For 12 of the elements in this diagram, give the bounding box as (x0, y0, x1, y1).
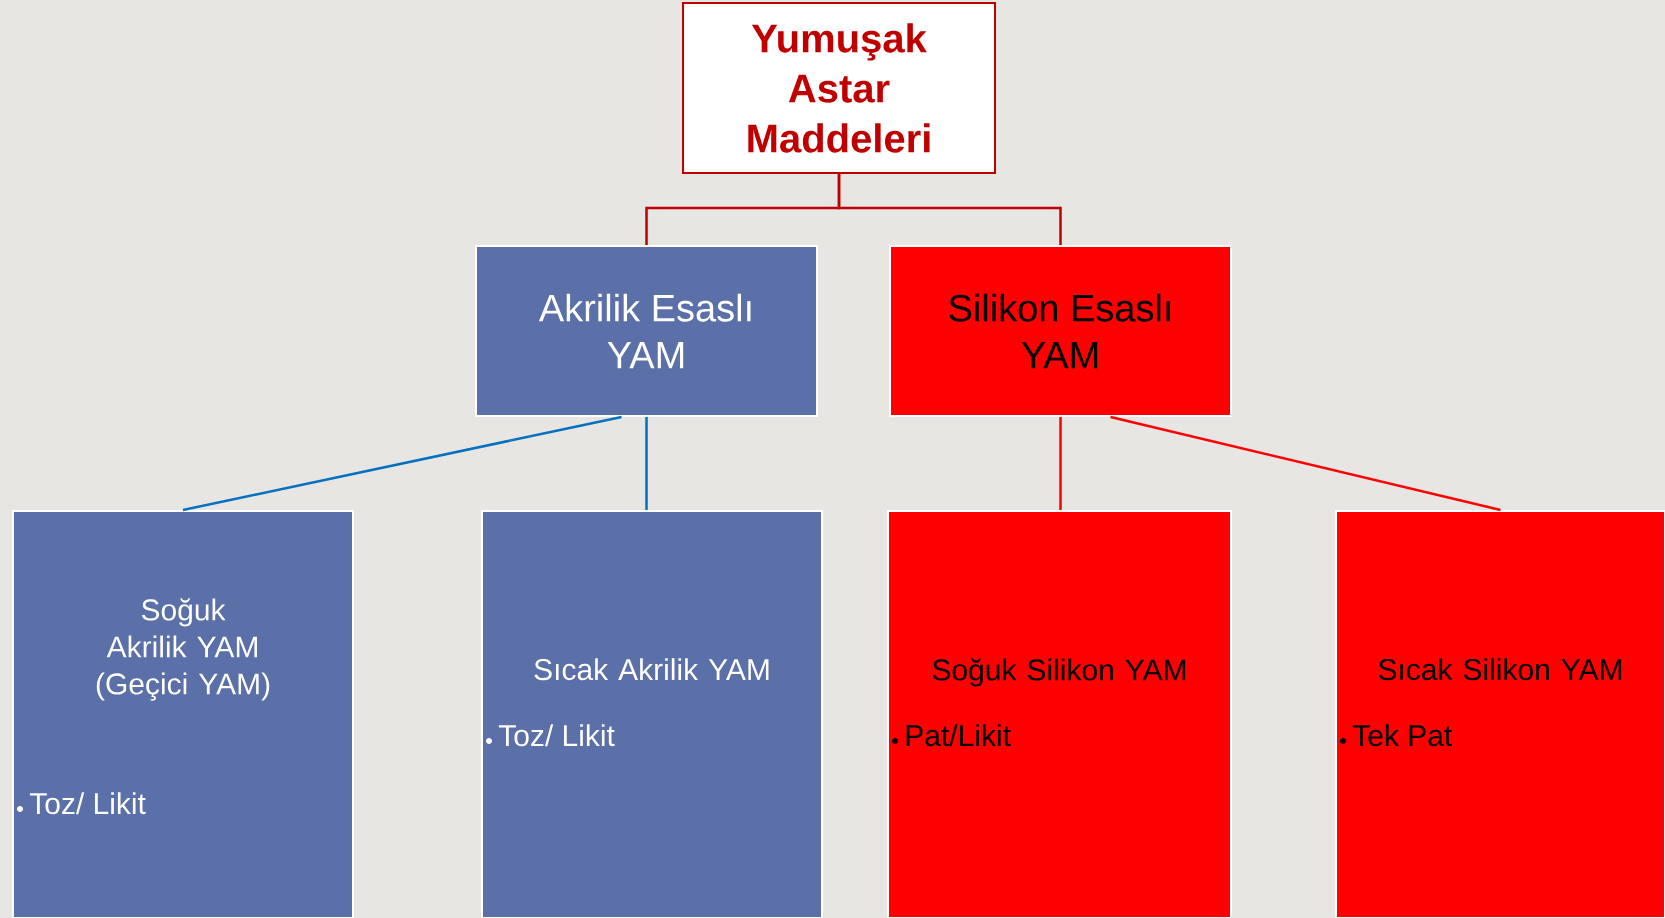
connector-line (645, 417, 648, 510)
category-box: Sıcak Akrilik YAM Toz/ Likit (481, 510, 823, 918)
category-box: Soğuk Silikon YAM Pat/Likit (887, 510, 1232, 918)
connector-line (1110, 415, 1501, 512)
category-box: Silikon Esaslı YAM (889, 245, 1232, 417)
category-box: Akrilik Esaslı YAM (475, 245, 818, 417)
connector-line (1059, 417, 1062, 510)
category-box: Yumuşak Astar Maddeleri (682, 2, 996, 174)
category-box: Soğuk Akrilik YAM (Geçici YAM) Toz/ Likit (12, 510, 354, 918)
connector-line (837, 174, 1062, 245)
connector-line (182, 415, 622, 512)
category-box: Sıcak Silikon YAM Tek Pat (1335, 510, 1665, 918)
